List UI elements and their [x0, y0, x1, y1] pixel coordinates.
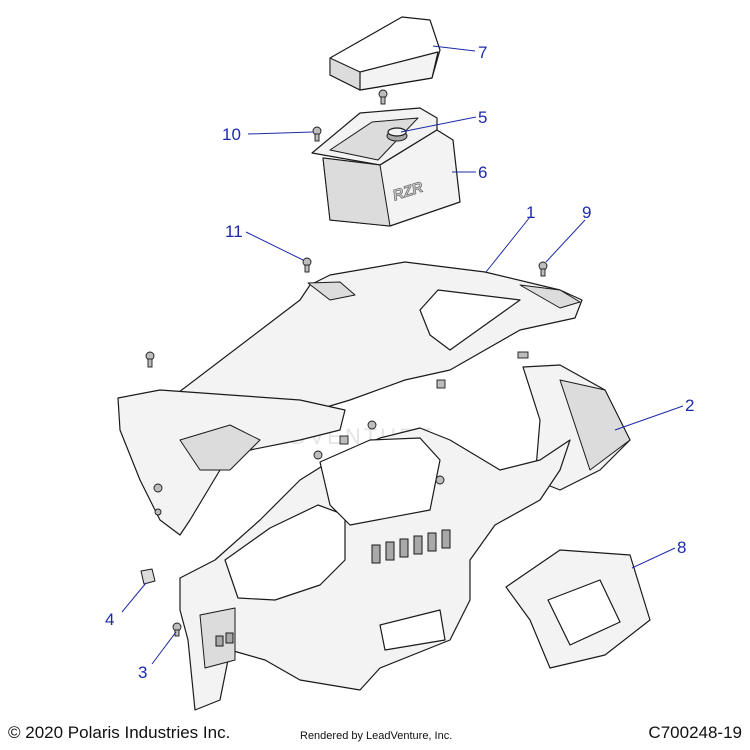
vent-slots — [371, 529, 451, 564]
callout-5: 5 — [478, 108, 487, 127]
leader-4 — [121, 582, 147, 613]
leader-5 — [400, 116, 477, 133]
callout-10: 10 — [222, 125, 241, 144]
callout-3: 3 — [138, 663, 147, 682]
callout-2: 2 — [685, 396, 694, 415]
part-3-push-rivet — [172, 622, 182, 637]
callout-11: 11 — [225, 222, 243, 241]
callout-9: 9 — [582, 203, 591, 222]
callout-4: 4 — [105, 610, 114, 629]
diagram-code: C700248-19 — [648, 723, 742, 742]
leader-9 — [545, 219, 586, 263]
fastener-screw — [378, 89, 388, 105]
part-5-insert — [386, 127, 408, 142]
leader-11 — [245, 231, 304, 261]
part-6-storage-box: RZR — [311, 107, 461, 227]
callout-1: 1 — [526, 203, 535, 222]
part-10-fastener — [312, 126, 322, 142]
part-11-fastener — [302, 257, 312, 273]
leader-7 — [432, 45, 476, 52]
leader-2 — [614, 405, 684, 431]
leader-10 — [247, 131, 314, 135]
rendered-by-text: Rendered by LeadVenture, Inc. — [300, 730, 453, 742]
leader-8 — [631, 547, 676, 569]
callout-labels: 7 5 6 10 11 1 9 2 8 4 3 — [105, 43, 694, 682]
left-cowl-panel — [117, 389, 346, 536]
leader-3 — [151, 631, 177, 665]
part-8-display-bezel — [505, 549, 651, 669]
part-9-fastener — [538, 261, 548, 277]
main-dashboard-frame — [179, 379, 571, 711]
copyright-text: © 2020 Polaris Industries Inc. — [8, 723, 231, 742]
callout-8: 8 — [677, 538, 686, 557]
callout-6: 6 — [478, 163, 487, 182]
part-4-clip — [140, 568, 156, 585]
leader-1 — [485, 216, 531, 273]
callout-7: 7 — [478, 43, 487, 62]
leader-lines — [121, 45, 684, 665]
part-7-console-lid — [329, 16, 441, 91]
